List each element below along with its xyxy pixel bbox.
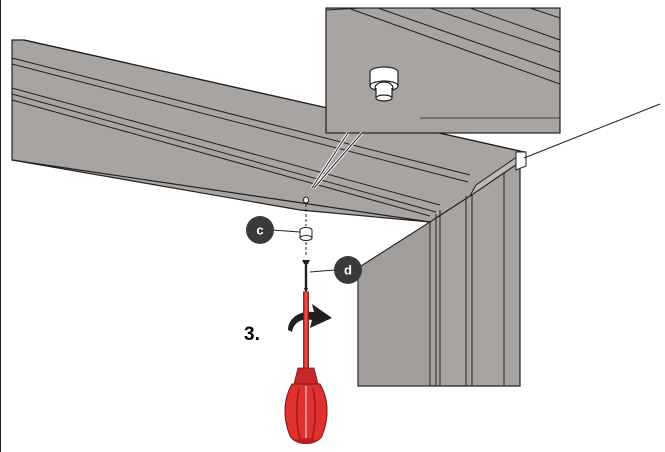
groove-line-4 (11, 93, 437, 213)
groove-line-5 (11, 99, 431, 217)
inset-groove-3 (429, 7, 561, 53)
callout-d-label: d (344, 263, 352, 278)
screwdriver-icon (284, 291, 328, 444)
inset-groove-5 (529, 7, 561, 19)
beam-bottom-edge (11, 159, 431, 223)
groove-line-1 (11, 57, 471, 176)
wall-plug-c (299, 227, 313, 256)
groove-line-3 (11, 87, 441, 206)
step-number: 3. (244, 324, 260, 345)
mounting-hole (303, 196, 309, 226)
wall-line (523, 103, 661, 159)
inset-groove-4 (469, 7, 561, 41)
callout-c-label: c (256, 223, 263, 238)
rotate-clockwise-arrow-icon (288, 304, 332, 332)
callout-d-leader (309, 269, 335, 273)
callout-d: d (334, 256, 362, 284)
frame-top-beam (11, 39, 525, 223)
groove-line-2 (11, 63, 469, 183)
inset-groove-2 (377, 7, 561, 73)
plug-icon (369, 66, 399, 102)
zoom-inset (310, 7, 561, 189)
callout-c-leader (271, 229, 301, 233)
post-front (357, 221, 431, 387)
post-top-notch (515, 151, 527, 171)
inset-leader-right (313, 132, 363, 189)
inset-leader-left (311, 132, 349, 189)
inset-groove-1 (347, 7, 561, 85)
callout-c: c (246, 216, 274, 244)
screw-d (302, 260, 310, 294)
inset-frame (325, 7, 561, 134)
